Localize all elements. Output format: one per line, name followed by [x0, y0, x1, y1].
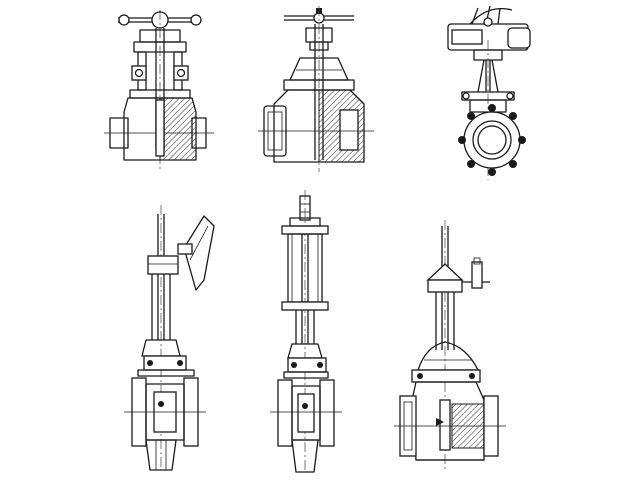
valve-4-knife-gate-valve [124, 205, 215, 471]
valve-2-gate-valve [258, 6, 374, 172]
bevel-gear-housing [426, 263, 464, 281]
valve-5-cylinder-knife-gate-valve [270, 190, 342, 473]
cylinder-bottom-cap [281, 301, 329, 311]
side-handwheel [183, 215, 215, 291]
valve-3-actuated-knife-gate-valve [447, 5, 531, 180]
gearbox [147, 255, 179, 275]
cylinder-top-cap [281, 225, 329, 235]
side-crank [471, 261, 483, 289]
valve-6-extended-stem-knife-gate-valve [394, 220, 506, 472]
valve-1-gate-valve [104, 10, 214, 170]
section-hatching [159, 97, 197, 161]
